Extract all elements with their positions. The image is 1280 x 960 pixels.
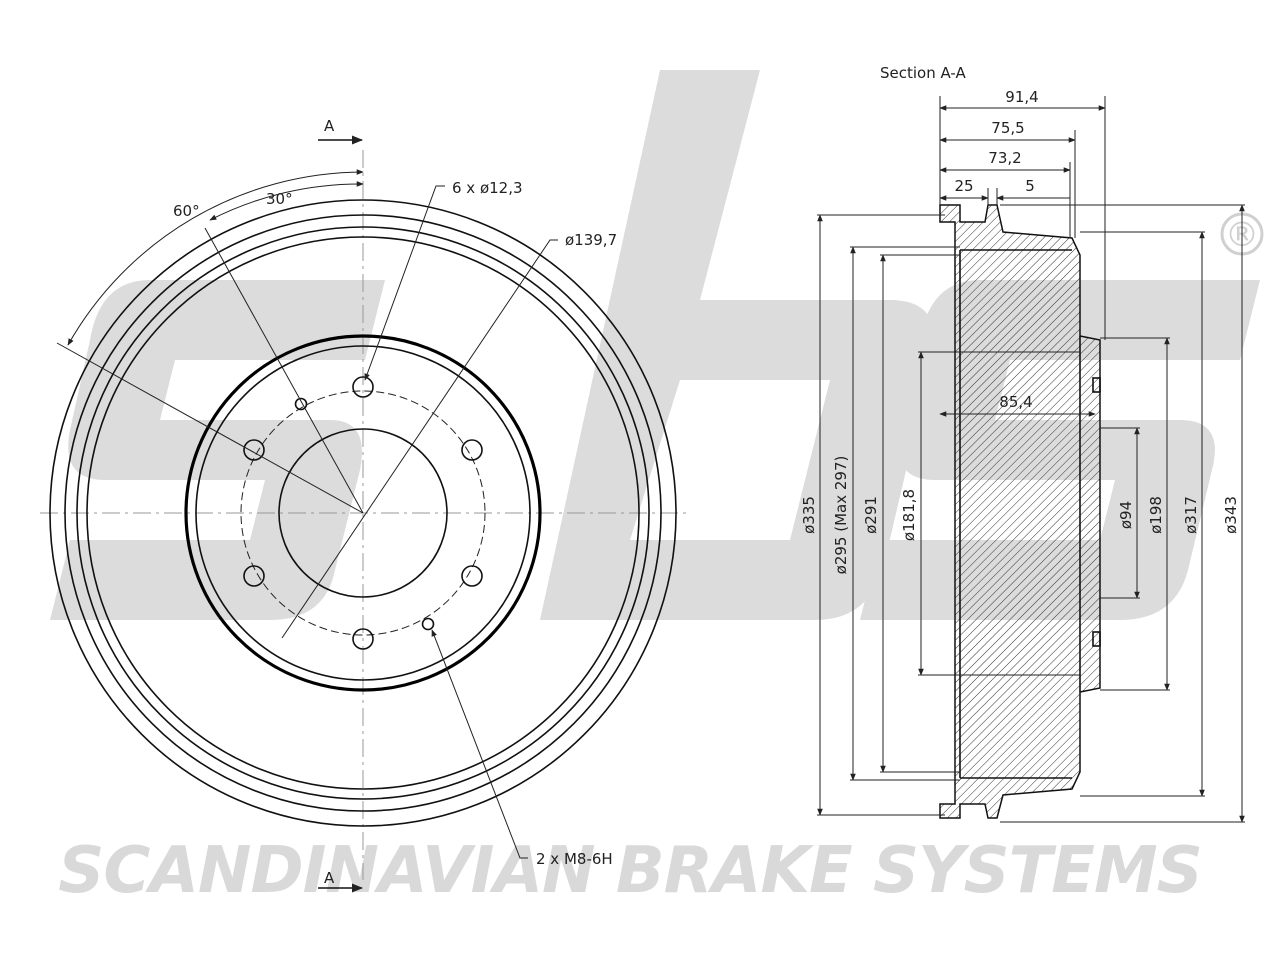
dia-335: ø335 xyxy=(800,496,818,534)
bolt-hole xyxy=(243,439,265,461)
threaded-hole xyxy=(294,397,308,411)
stud-seat-top xyxy=(1092,377,1101,393)
diameter-dimensions xyxy=(817,204,1245,823)
dim-25: 25 xyxy=(954,177,973,195)
company-name-watermark: SCANDINAVIAN BRAKE SYSTEMS xyxy=(58,834,1201,908)
bolt-holes-label: 6 x ø12,3 xyxy=(452,179,523,197)
bolt-holes-leader xyxy=(364,185,445,381)
drum-section-profile xyxy=(939,204,1101,819)
horizontal-dimensions xyxy=(939,96,1106,417)
dia-343: ø343 xyxy=(1222,496,1240,534)
bolt-hole xyxy=(352,628,374,650)
stud-seat-bottom xyxy=(1092,631,1101,647)
bolt-hole xyxy=(243,565,265,587)
bolt-circle-leader xyxy=(281,239,558,639)
dia-317: ø317 xyxy=(1182,496,1200,534)
center-bore-circle xyxy=(278,428,448,598)
bolt-hole xyxy=(461,565,483,587)
dia-291: ø291 xyxy=(862,496,880,534)
dia-94: ø94 xyxy=(1117,501,1135,529)
section-view: Section A-A 91,4 75,5 73,2 25 5 85,4 xyxy=(800,64,1245,823)
thread-holes-leader xyxy=(431,629,528,859)
section-mark-top: A xyxy=(324,117,335,135)
dia-181-8: ø181,8 xyxy=(900,489,918,541)
dim-73-2: 73,2 xyxy=(988,149,1021,167)
angle-30-arc xyxy=(209,181,364,221)
angle-60-line xyxy=(56,342,364,514)
drum-braking-surface-lines xyxy=(960,249,1072,779)
section-mark-bottom: A xyxy=(324,869,335,887)
bolt-circle-label: ø139,7 xyxy=(565,231,617,249)
thread-holes-label: 2 x M8-6H xyxy=(536,850,613,868)
bolt-pitch-circle xyxy=(240,390,486,636)
front-view: 60° 30° A A 6 x ø12,3 ø139,7 2 x M8-6H xyxy=(40,117,690,893)
dim-85-4: 85,4 xyxy=(999,393,1032,411)
dim-91-4: 91,4 xyxy=(1005,88,1038,106)
bolt-hole xyxy=(352,376,374,398)
dim-75-5: 75,5 xyxy=(991,119,1024,137)
section-title: Section A-A xyxy=(880,64,967,82)
dim-5: 5 xyxy=(1025,177,1035,195)
threaded-hole xyxy=(421,617,435,631)
angle-60-arc xyxy=(67,169,364,346)
bolt-holes xyxy=(243,376,483,650)
angle-30-label: 30° xyxy=(266,190,293,208)
angle-60-label: 60° xyxy=(173,202,200,220)
bolt-hole xyxy=(461,439,483,461)
dia-295: ø295 (Max 297) xyxy=(832,456,850,575)
dia-198: ø198 xyxy=(1147,496,1165,534)
hub-inner-circle xyxy=(195,345,531,681)
